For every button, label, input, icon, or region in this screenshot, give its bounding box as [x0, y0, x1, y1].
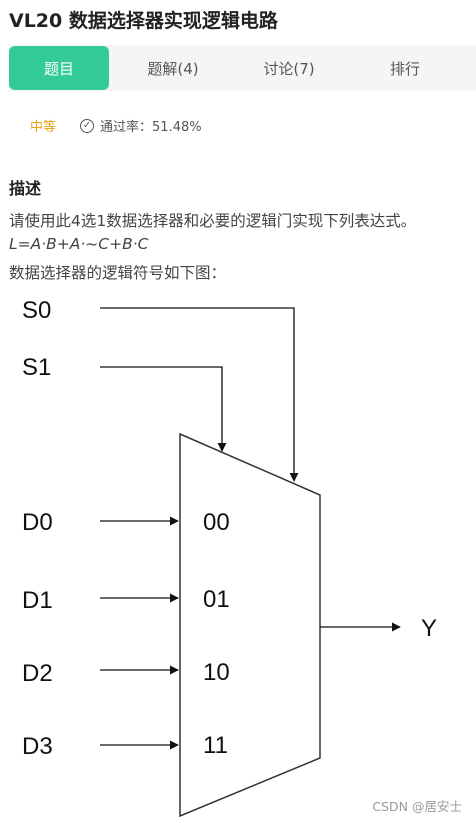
d1-label: D1: [22, 587, 53, 614]
code-00: 00: [203, 509, 230, 536]
tab-ranking[interactable]: 排行: [389, 59, 420, 78]
s1-line: [100, 366, 227, 452]
s0-label: S0: [22, 297, 51, 324]
tab-bar: 题目 题解(4) 讨论(7) 排行: [9, 45, 476, 91]
formula-text: L=A·B+A·~C+B·C: [9, 235, 149, 253]
tab-solutions[interactable]: 题解(4): [147, 59, 199, 78]
description-text: 请使用此4选1数据选择器和必要的逻辑门实现下列表达式。: [9, 212, 417, 230]
problem-title: VL20 数据选择器实现逻辑电路: [9, 10, 278, 32]
d0-label: D0: [22, 509, 53, 536]
difficulty-badge: 中等: [30, 120, 57, 135]
d3-label: D3: [22, 733, 53, 760]
code-11: 11: [203, 732, 228, 759]
symbol-caption: 数据选择器的逻辑符号如下图：: [9, 264, 227, 282]
d2-label: D2: [22, 660, 53, 687]
code-01: 01: [203, 586, 230, 613]
problem-meta: 中等 ✓ 通过率：51.48%: [30, 116, 202, 135]
check-circle-icon: ✓: [80, 118, 95, 133]
description-heading: 描述: [9, 179, 42, 198]
tab-problem[interactable]: 题目: [9, 46, 109, 90]
pass-rate: ✓ 通过率：51.48%: [80, 116, 202, 135]
mux-diagram: S0 S1 D0 D1 D2 D3 00 01 10 11 Y: [22, 297, 437, 818]
watermark: CSDN @居安士: [372, 799, 462, 814]
pass-rate-label: 通过率：51.48%: [100, 120, 202, 135]
mux-body: [179, 432, 321, 818]
s0-line: [100, 307, 299, 482]
tab-discussion[interactable]: 讨论(7): [263, 59, 315, 78]
s1-label: S1: [22, 354, 51, 381]
code-10: 10: [203, 659, 230, 686]
output-label: Y: [421, 615, 437, 642]
